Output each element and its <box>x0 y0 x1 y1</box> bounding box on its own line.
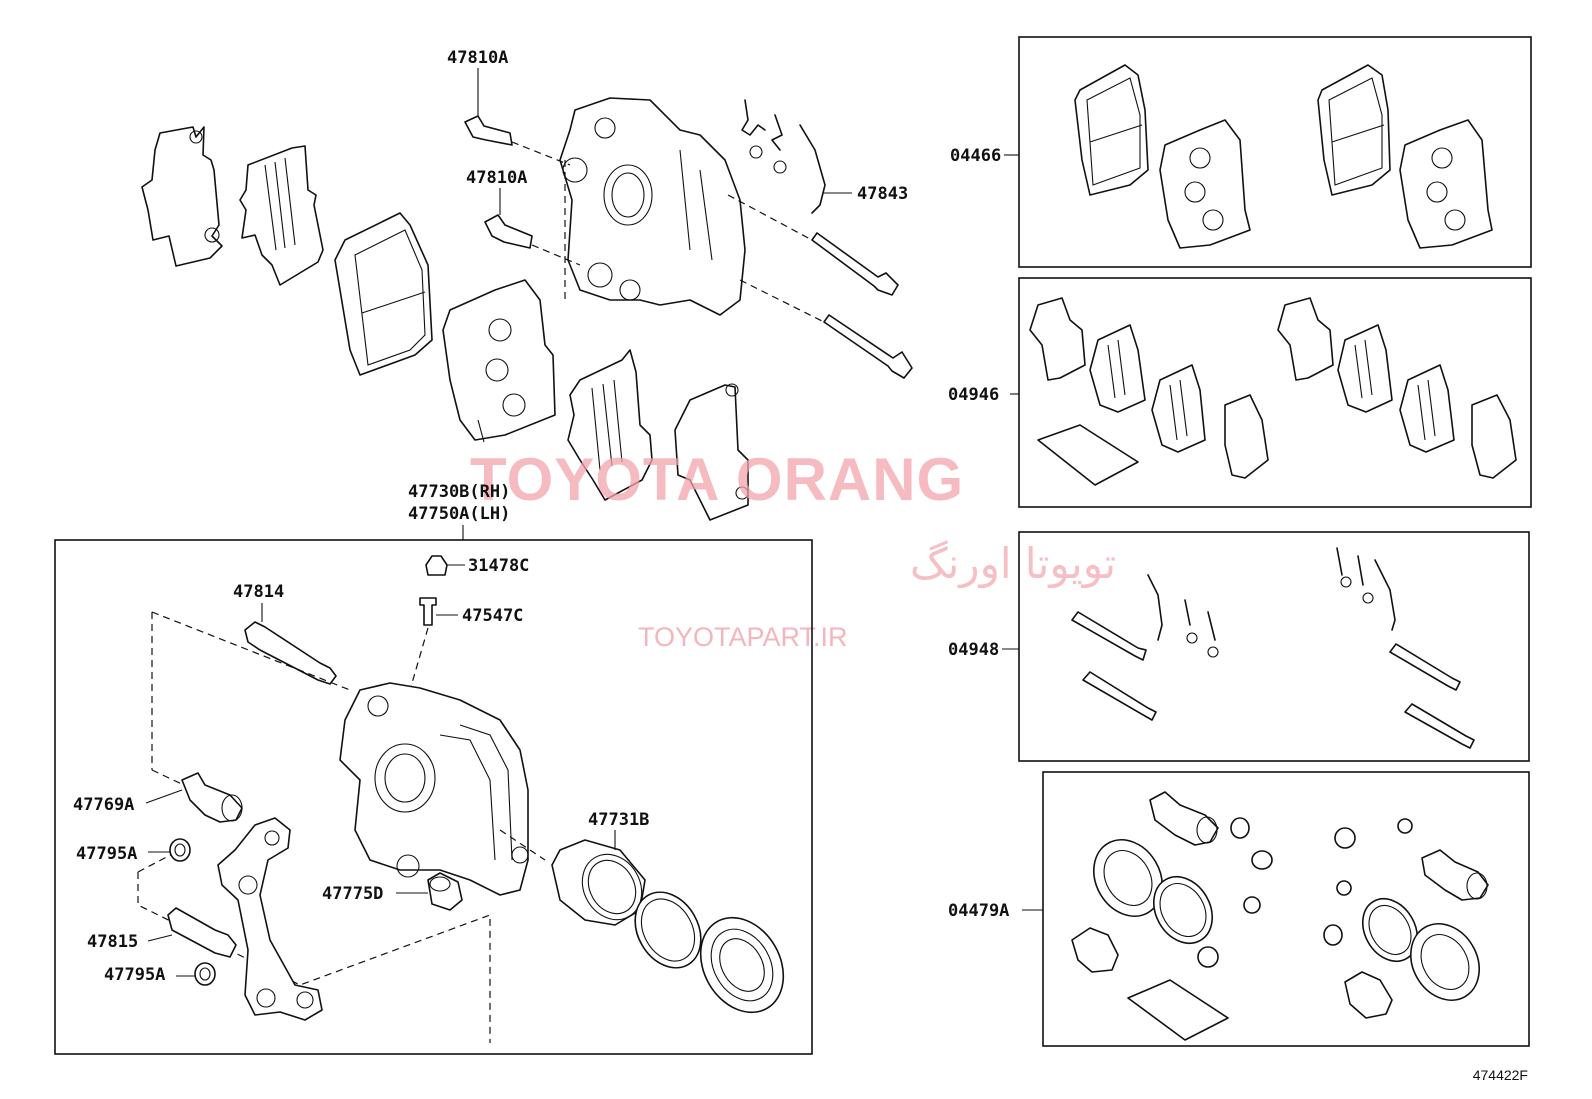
pad-support-pin-lower <box>823 314 913 379</box>
brake-pad-outer <box>334 212 433 376</box>
label-47731b: 47731B <box>588 810 649 830</box>
label-04479a: 04479A <box>948 901 1009 921</box>
label-47795a-lower: 47795A <box>104 965 165 985</box>
bushing-47775d <box>396 872 463 911</box>
label-47795a-upper: 47795A <box>76 844 137 864</box>
piston-boot <box>699 916 785 1014</box>
watermark-brand: TOYOTA ORANG <box>470 446 964 513</box>
kit-04466-pads <box>1074 64 1493 249</box>
label-47730b: 47730B(RH) <box>408 482 510 502</box>
label-47815: 47815 <box>87 932 138 952</box>
cylinder-boot-47769a <box>145 772 243 823</box>
cylinder-slide-pin-47814 <box>244 603 337 685</box>
kit-04948-pins-springs <box>1071 547 1475 749</box>
label-04948: 04948 <box>948 640 999 660</box>
anti-rattle-spring-set <box>741 99 852 214</box>
watermark-site: TOYOTAPART.IR <box>638 622 848 652</box>
brake-pad-inner <box>442 279 556 443</box>
label-47547c: 47547C <box>462 606 523 626</box>
part-labels: 47810A 47810A 47843 47730B(RH) 47750A(LH… <box>73 48 1009 985</box>
anti-squeal-shim-inner-left <box>239 145 324 286</box>
anti-squeal-shim-outer-right <box>674 383 749 521</box>
mounting-bolt-47810a-upper <box>464 68 513 146</box>
label-47769a: 47769A <box>73 795 134 815</box>
caliper-assembly-box <box>54 539 813 1055</box>
slide-bushing-47795a-lower <box>176 962 216 986</box>
torque-plate <box>217 817 323 1021</box>
cylinder-slide-pin-47815 <box>147 907 237 958</box>
kit-box-04946 <box>1018 277 1532 508</box>
cylinder-body <box>339 682 529 896</box>
bleeder-plug <box>419 597 458 626</box>
label-47750a: 47750A(LH) <box>408 504 510 524</box>
anti-squeal-shim-inner-right <box>567 349 653 501</box>
piston-seal <box>634 891 702 969</box>
piston-47731b <box>551 830 646 926</box>
kit-box-04948 <box>1018 531 1530 762</box>
pad-support-pin-upper <box>811 232 899 296</box>
mounting-bolt-47810a-middle <box>484 188 533 249</box>
bleeder-plug-cap <box>425 555 465 576</box>
label-04946: 04946 <box>948 385 999 405</box>
kit-box-04479a <box>1042 771 1530 1047</box>
kit-04479a-seals <box>1071 791 1489 1041</box>
label-47843: 47843 <box>857 184 908 204</box>
watermark-persian: تویوتا اورنگ <box>910 539 1116 588</box>
label-47775d: 47775D <box>322 884 383 904</box>
label-04466: 04466 <box>950 146 1001 166</box>
anti-squeal-shim-outer-left <box>141 126 223 267</box>
label-47810a-upper: 47810A <box>447 48 508 68</box>
kit-04946-shims <box>1029 297 1517 486</box>
label-47814: 47814 <box>233 582 284 602</box>
label-47810a-middle: 47810A <box>466 168 527 188</box>
label-31478c: 31478C <box>468 556 529 576</box>
diagram-code: 474422F <box>1473 1067 1528 1083</box>
slide-bushing-47795a-upper <box>148 838 191 862</box>
watermark: TOYOTA ORANG تویوتا اورنگ TOYOTAPART.IR <box>470 446 1116 652</box>
kit-box-04466 <box>1018 36 1532 268</box>
caliper-housing-upper <box>559 97 746 316</box>
